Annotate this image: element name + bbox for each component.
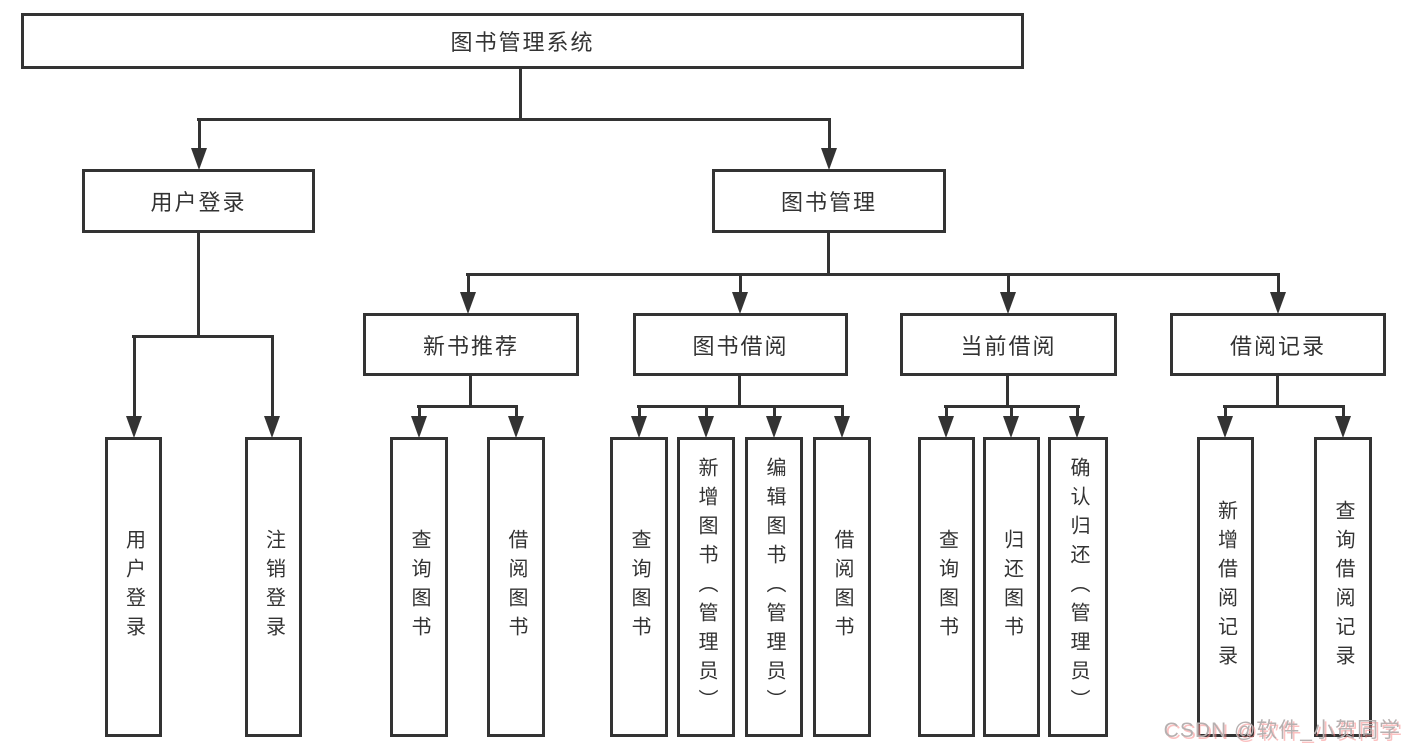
leaf-query-book-2-label: 查询图书 [628,529,650,645]
arrowhead-icon [411,416,427,438]
leaf-query-book-2: 查询图书 [610,437,668,737]
connector-line [417,405,518,408]
connector-line [1010,405,1013,418]
arrowhead-icon [821,148,837,170]
csdn-watermark: CSDN @软件_小贺同学 [1163,719,1401,742]
leaf-query-book-3-label: 查询图书 [935,529,958,645]
leaf-borrow-book-2-label: 借阅图书 [831,529,853,645]
node-new-book-recommend-label: 新书推荐 [422,333,519,359]
node-borrow-records: 借阅记录 [1170,313,1386,376]
leaf-query-book-1: 查询图书 [390,437,448,737]
connector-line [828,118,831,150]
connector-line [418,405,421,418]
leaf-return-book-label: 归还图书 [1000,529,1023,645]
leaf-borrow-book-1: 借阅图书 [487,437,545,737]
connector-line [1276,376,1279,405]
arrowhead-icon [938,416,954,438]
leaf-borrow-book-2: 借阅图书 [813,437,871,737]
node-user-login-label: 用户登录 [150,190,247,215]
node-root: 图书管理系统 [21,13,1024,69]
arrowhead-icon [1217,416,1233,438]
leaf-confirm-return-admin: 确认归还（管理员） [1048,437,1108,737]
connector-line [132,335,274,338]
leaf-add-borrow-record-label: 新增借阅记录 [1214,500,1237,674]
leaf-borrow-book-1-label: 借阅图书 [505,529,527,645]
leaf-confirm-return-admin-label: 确认归还（管理员） [1067,456,1089,718]
arrowhead-icon [1270,292,1286,314]
leaf-query-borrow-record-label: 查询借阅记录 [1332,500,1354,674]
node-book-borrow-label: 图书借阅 [692,333,789,359]
node-root-label: 图书管理系统 [450,30,595,55]
arrowhead-icon [460,292,476,314]
connector-line [1007,273,1010,294]
node-borrow-records-label: 借阅记录 [1229,333,1326,359]
node-new-book-recommend: 新书推荐 [363,313,579,376]
leaf-return-book: 归还图书 [983,437,1040,737]
arrowhead-icon [766,416,782,438]
arrowhead-icon [698,416,714,438]
leaf-user-login: 用户登录 [105,437,162,737]
leaf-query-book-3: 查询图书 [918,437,975,737]
leaf-query-borrow-record: 查询借阅记录 [1314,437,1372,737]
connector-line [469,376,472,405]
connector-line [638,405,641,418]
node-book-borrow: 图书借阅 [633,313,848,376]
connector-line [739,273,742,294]
leaf-add-book-admin-label: 新增图书（管理员） [695,456,717,718]
connector-line [197,233,200,335]
leaf-user-login-label: 用户登录 [122,529,145,645]
connector-line [466,273,1280,276]
connector-line [515,405,518,418]
connector-line [1223,405,1345,408]
connector-line [1342,405,1345,418]
leaf-logout: 注销登录 [245,437,302,737]
connector-line [1277,273,1280,294]
leaf-edit-book-admin-label: 编辑图书（管理员） [763,456,785,718]
connector-line [841,405,844,418]
arrowhead-icon [631,416,647,438]
connector-line [519,68,522,118]
arrowhead-icon [834,416,850,438]
connector-line [1224,405,1227,418]
leaf-add-borrow-record: 新增借阅记录 [1197,437,1254,737]
connector-line [197,118,831,121]
leaf-logout-label: 注销登录 [262,529,285,645]
arrowhead-icon [1000,292,1016,314]
arrowhead-icon [732,292,748,314]
connector-line [1006,376,1009,405]
arrowhead-icon [508,416,524,438]
arrowhead-icon [191,148,207,170]
leaf-edit-book-admin: 编辑图书（管理员） [745,437,803,737]
node-book-management: 图书管理 [712,169,946,233]
arrowhead-icon [1003,416,1019,438]
connector-line [738,376,741,405]
arrowhead-icon [1069,416,1085,438]
connector-line [467,273,470,294]
node-current-borrow-label: 当前借阅 [960,333,1057,359]
leaf-add-book-admin: 新增图书（管理员） [677,437,735,737]
connector-line [945,405,948,418]
leaf-query-book-1-label: 查询图书 [408,529,430,645]
connector-line [637,405,844,408]
connector-line [1076,405,1079,418]
connector-line [271,335,274,418]
node-current-borrow: 当前借阅 [900,313,1117,376]
node-book-management-label: 图书管理 [780,190,877,215]
arrowhead-icon [1335,416,1351,438]
connector-line [705,405,708,418]
connector-line [198,118,201,150]
connector-line [773,405,776,418]
connector-line [133,335,136,418]
arrowhead-icon [126,416,142,438]
arrowhead-icon [264,416,280,438]
node-user-login: 用户登录 [82,169,315,233]
connector-line [827,233,830,273]
